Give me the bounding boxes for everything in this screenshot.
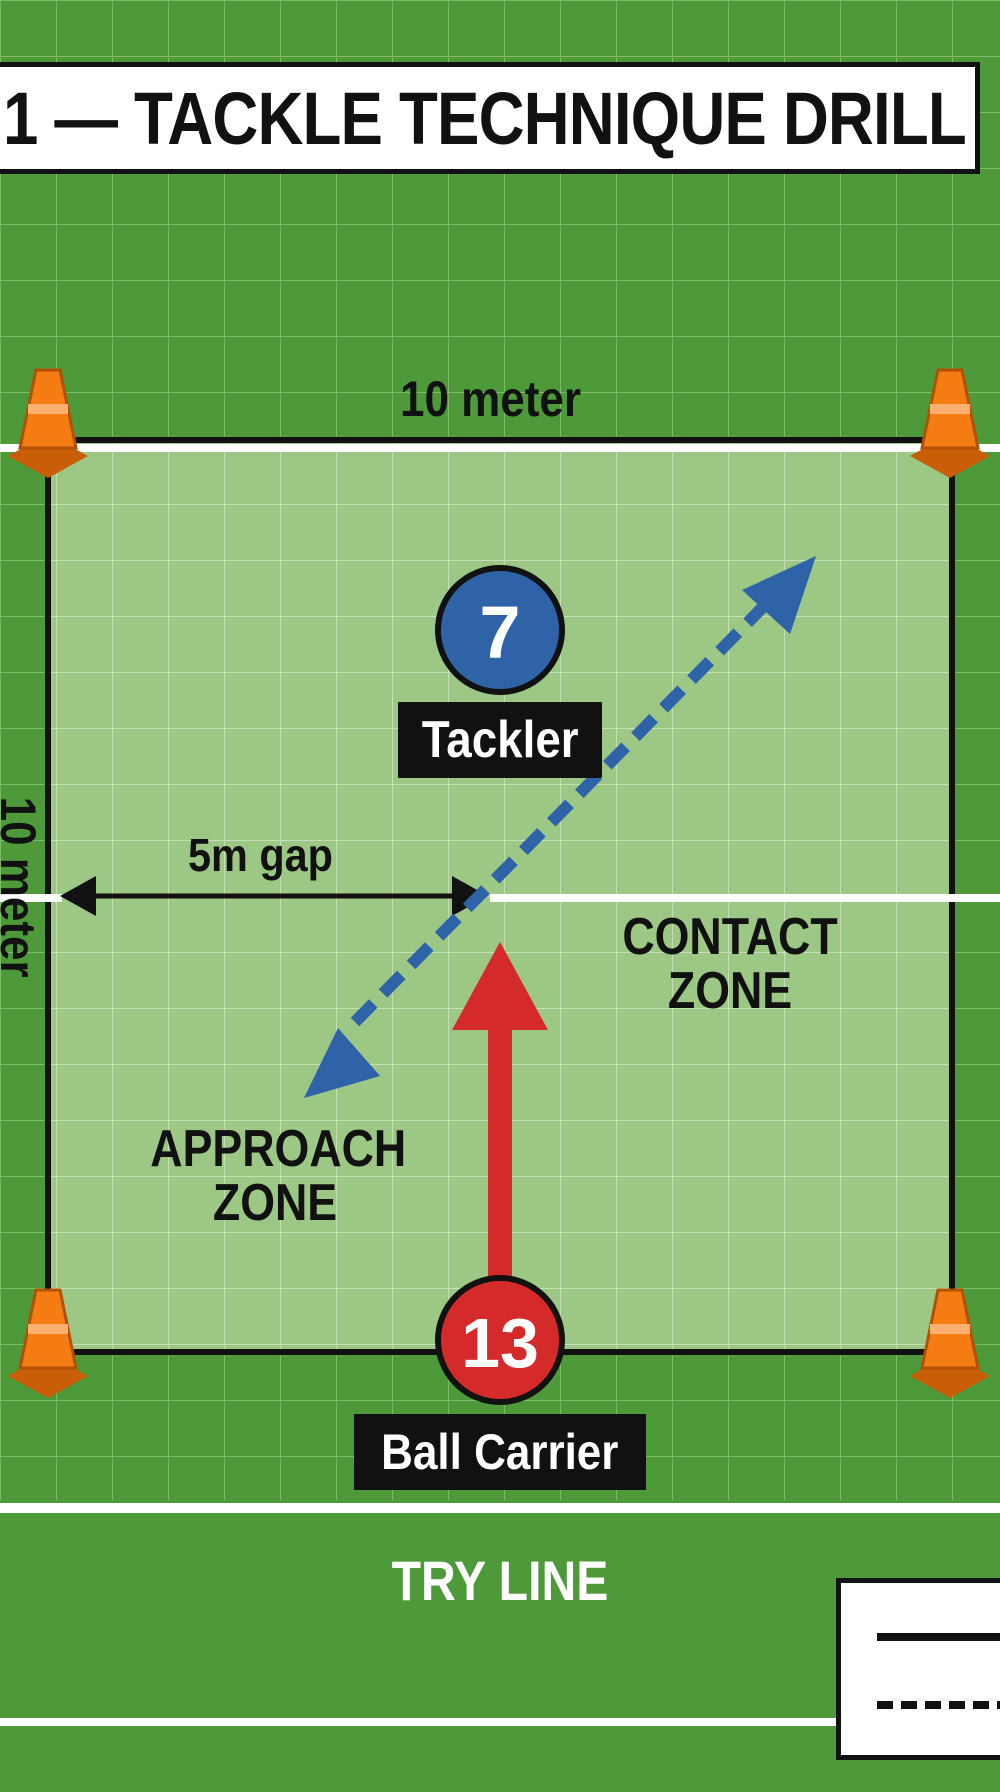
ball-carrier-marker: 13 [435,1275,565,1405]
ball-carrier-circle [435,1275,565,1405]
dimension-side-label: 10 meter [0,796,46,978]
cone-icon [910,1288,990,1398]
run-arrow-icon [452,942,548,1288]
approach-zone-label: APPROACH ZONE [150,1120,407,1232]
dimension-top-label: 10 meter [400,371,582,427]
double-arrow-icon [60,876,488,916]
legend-solid-line [877,1633,1000,1641]
tackler-number: 7 [479,591,520,674]
tackler-label: Tackler [398,702,602,778]
dashed-arrow-icon [304,556,816,1098]
ball-carrier-number: 13 [461,1304,539,1382]
contact-zone-label: CONTACT ZONE [622,908,838,1020]
try-line-label: TRY LINE [391,1549,609,1612]
title-banner: 1 — TACKLE TECHNIQUE DRILL [0,62,980,174]
legend-box [836,1578,1000,1760]
legend-dashed-line [877,1701,1000,1709]
cone-icon [8,1288,88,1398]
tackler-marker: 7 [435,565,565,695]
gap-label: 5m gap [188,829,333,881]
cone-icon [8,368,88,478]
tackler-circle [435,565,565,695]
page-title: 1 — TACKLE TECHNIQUE DRILL [3,76,967,160]
cone-icon [910,368,990,478]
ball-carrier-label: Ball Carrier [354,1414,646,1490]
